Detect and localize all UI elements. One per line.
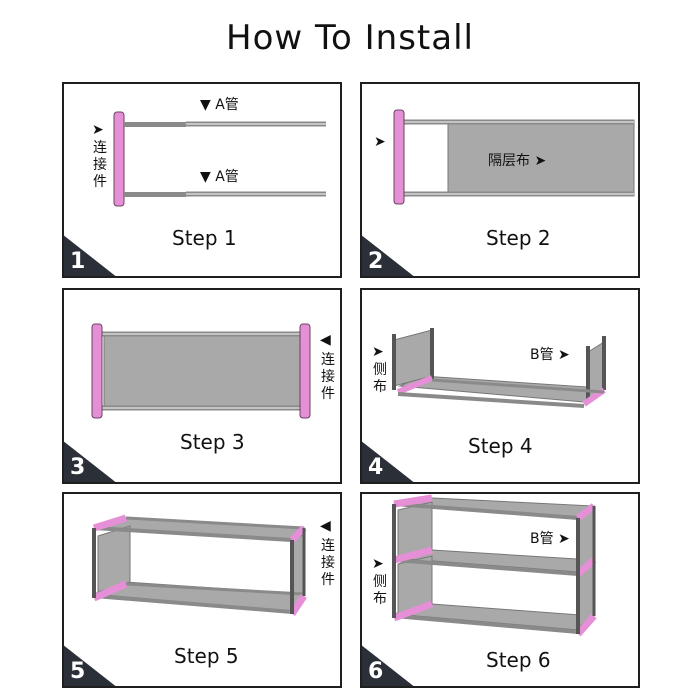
step-3-number: 3	[70, 455, 86, 480]
connector-left	[393, 109, 405, 205]
step-5-number: 5	[70, 659, 86, 684]
step-5-panel: ◀ 连接件 Step 5 5	[62, 492, 342, 688]
connector-label: 连接件	[321, 352, 335, 402]
right-arrow: ◀	[320, 518, 331, 534]
tube-a-top-label: ▼ A管	[200, 97, 239, 113]
step-4-corner	[362, 441, 414, 482]
side-arrow: ➤	[372, 556, 384, 572]
step-4-label: Step 4	[468, 434, 533, 458]
side-arrow: ➤	[372, 344, 384, 360]
step-1-panel: ▼ A管 ▼ A管 ➤ 连接件 Step 1 1	[62, 82, 342, 278]
connector-arrow: ➤	[92, 122, 104, 138]
step-2-label: Step 2	[486, 226, 551, 250]
side-fabric-left	[97, 525, 131, 593]
step-3-corner	[64, 441, 116, 482]
fabric-label: 隔层布 ➤	[488, 153, 547, 169]
step-3-label: Step 3	[180, 430, 245, 454]
step-2-number: 2	[368, 249, 384, 274]
step-6-corner	[362, 645, 414, 686]
step-5-illustration	[92, 514, 307, 616]
connector-left	[113, 111, 125, 207]
step-4-number: 4	[368, 455, 384, 480]
step-5-corner	[64, 645, 116, 686]
connector-left	[91, 323, 103, 419]
step-6-number: 6	[368, 659, 384, 684]
left-arrow: ➤	[374, 134, 386, 150]
step-1-illustration	[113, 111, 326, 207]
shelf-fabric	[447, 119, 635, 197]
side-fabric-label: 侧布	[373, 362, 387, 395]
shelf-fabric	[103, 335, 305, 409]
tube-a-bottom-label: ▼ A管	[200, 169, 239, 185]
step-3-panel: ◀ 连接件 Step 3 3	[62, 288, 342, 484]
step-1-corner	[64, 235, 116, 276]
tube-b-label: B管 ➤	[530, 531, 570, 547]
step-5-label: Step 5	[174, 644, 239, 668]
step-3-illustration	[91, 323, 311, 419]
step-4-illustration	[392, 328, 606, 408]
step-1-number: 1	[70, 249, 86, 274]
step-6-panel: B管 ➤ ➤ 侧布 Step 6 6	[360, 492, 640, 688]
tube-b-label: B管 ➤	[530, 347, 570, 363]
step-6-label: Step 6	[486, 648, 551, 672]
step-4-panel: ➤ 侧布 B管 ➤ Step 4 4	[360, 288, 640, 484]
step-2-illustration	[393, 109, 635, 205]
side-fabric-label: 侧布	[373, 574, 387, 607]
step-2-panel: ➤ 隔层布 ➤ Step 2 2	[360, 82, 640, 278]
right-arrow: ◀	[320, 332, 331, 348]
step-6-illustration	[392, 494, 597, 637]
step-1-label: Step 1	[172, 226, 237, 250]
connector-label: 连接件	[321, 538, 335, 588]
connector-label: 连接件	[93, 140, 107, 190]
page-title: How To Install	[226, 18, 474, 58]
connector-right	[299, 323, 311, 419]
step-2-corner	[362, 235, 414, 276]
